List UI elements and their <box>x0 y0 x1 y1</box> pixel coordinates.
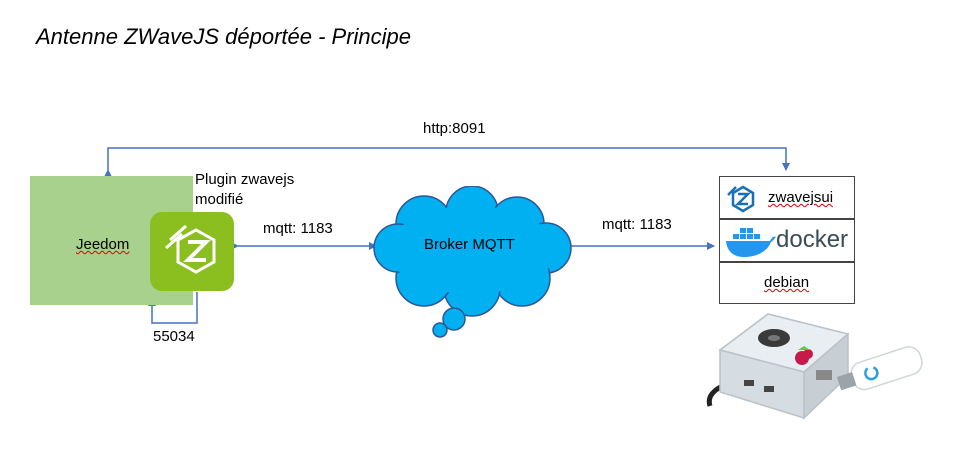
zwavejsui-logo-icon <box>727 185 755 213</box>
docker-box: docker <box>719 219 855 262</box>
zwavejs-plugin-icon <box>150 212 234 291</box>
plugin-label: Plugin zwavejs modifié <box>195 170 294 210</box>
broker-cloud <box>373 186 572 338</box>
mqtt-left-label: mqtt: 1183 <box>263 220 333 237</box>
debian-box: debian <box>719 262 855 304</box>
plugin-label-line1: Plugin zwavejs <box>195 171 295 188</box>
loop-arrow-55034 <box>148 292 198 324</box>
docker-label: docker <box>776 226 849 253</box>
debian-label: debian <box>764 274 810 291</box>
docker-whale-icon <box>726 228 776 257</box>
port-label: 55034 <box>153 328 195 345</box>
mqtt-right-label: mqtt: 1183 <box>602 216 672 233</box>
raspberry-pi-hardware-icon <box>706 313 923 420</box>
http-connection-line <box>104 147 790 177</box>
http-label: http:8091 <box>423 120 486 137</box>
page-title: Antenne ZWaveJS déportée - Principe <box>36 24 412 49</box>
broker-label: Broker MQTT <box>424 236 515 253</box>
jeedom-label: Jeedom <box>76 236 130 253</box>
zwavejsui-box: zwavejsui <box>719 176 855 219</box>
plugin-label-line2: modifié <box>195 191 244 208</box>
zwavejsui-label: zwavejsui <box>768 189 834 206</box>
